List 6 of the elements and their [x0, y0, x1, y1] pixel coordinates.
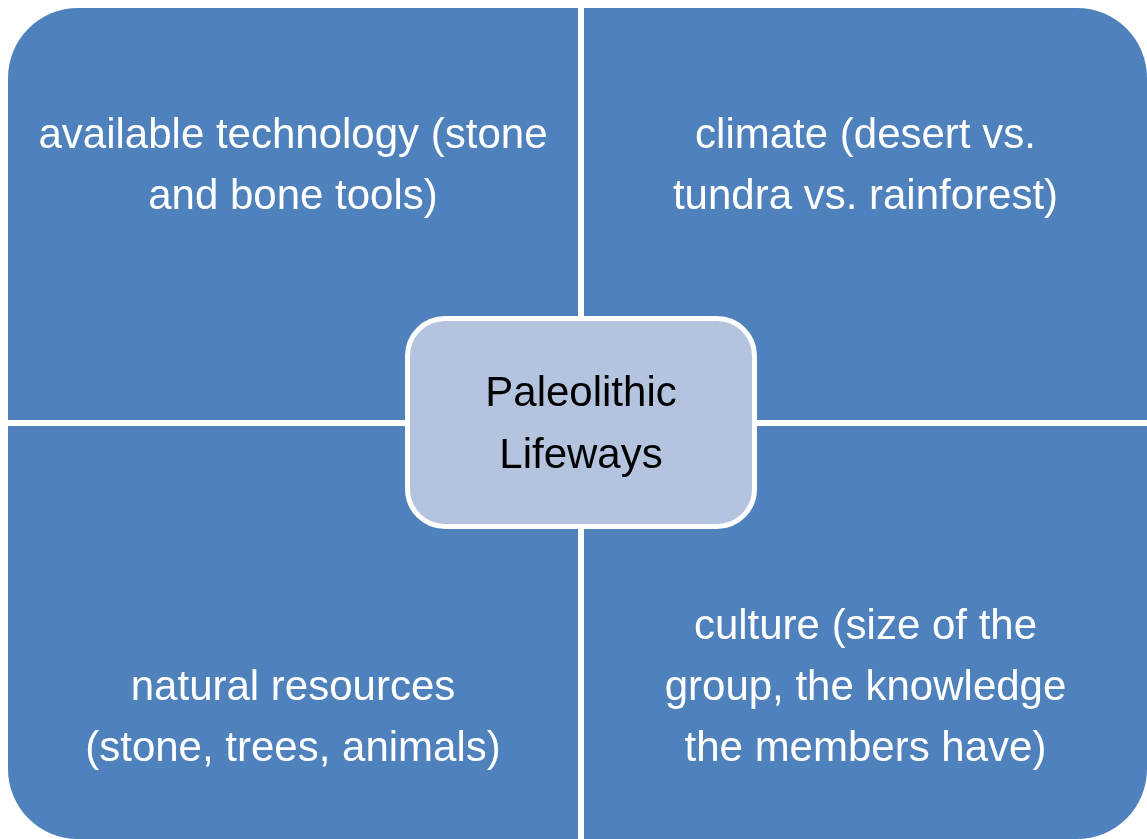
center-box	[405, 316, 757, 529]
quadrant-label: available technology (stone and bone tools)	[38, 109, 548, 220]
quadrant-label: climate (desert vs. tundra vs. rainforest)	[671, 109, 1060, 220]
quadrant-label: natural resources (stone, trees, animals)	[84, 661, 502, 772]
quadrant-label: culture (size of the group, the knowledge the members have)	[663, 600, 1068, 772]
center-label: Paleolithic Lifeways	[484, 366, 678, 479]
